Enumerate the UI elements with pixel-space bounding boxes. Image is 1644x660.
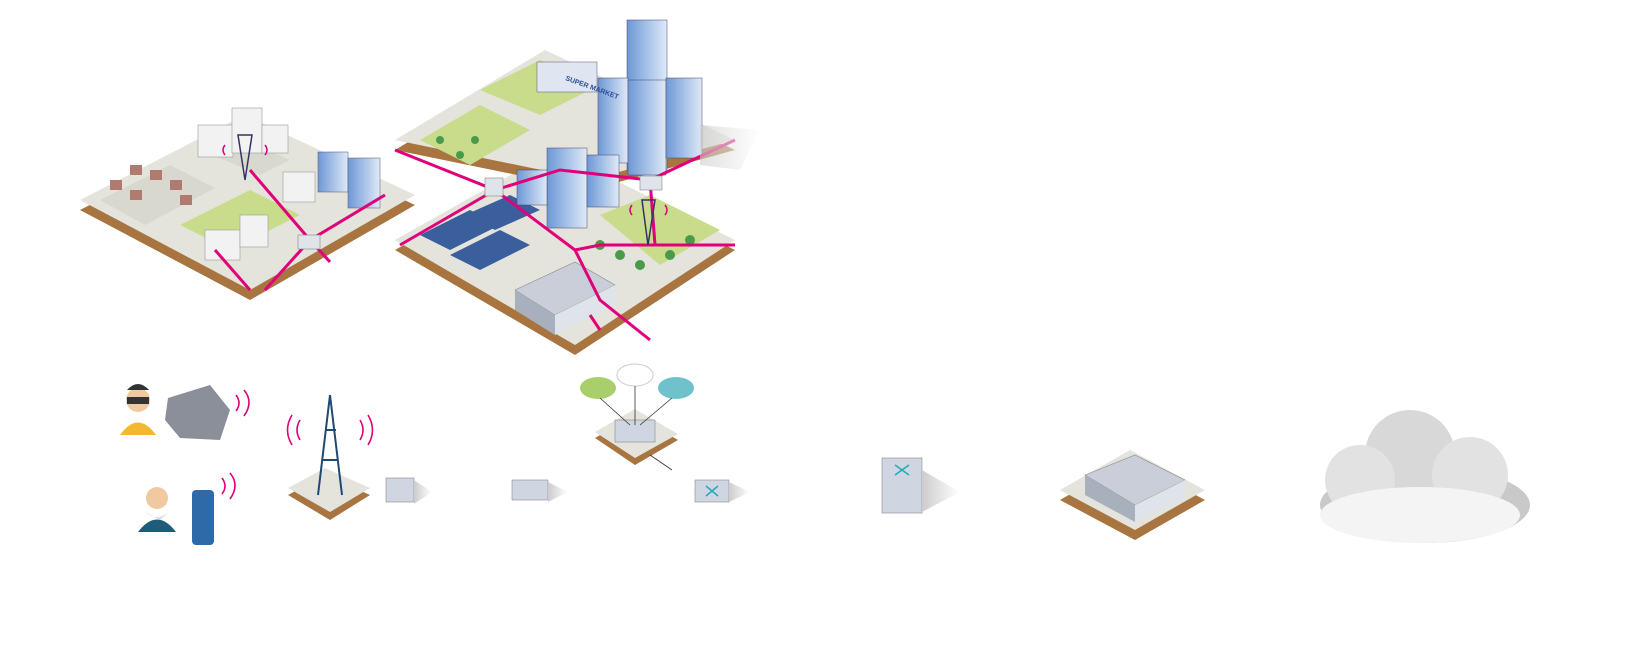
vr-user (120, 384, 156, 435)
cloud-icon (658, 377, 694, 399)
smartphone-icon (192, 472, 236, 545)
network-switch-icon (639, 175, 663, 191)
skyscrapers (516, 19, 703, 229)
access-switch-icon (511, 479, 568, 502)
data-center-tile (1060, 450, 1205, 540)
edge-device-icon (385, 477, 432, 504)
cloud-icon (1320, 410, 1530, 543)
cloud-icon (580, 377, 616, 399)
vr-headset-icon (165, 385, 250, 440)
core-router-icon (881, 457, 960, 514)
network-switch-icon (484, 177, 504, 197)
cell-tower-icon (222, 134, 268, 181)
router-icon (694, 479, 750, 503)
residential-district-tile (80, 107, 415, 300)
urban-district-tile: SUPER MARKET (394, 19, 760, 355)
edge-cloud-node (580, 363, 694, 471)
cell-tower-tile (286, 394, 374, 520)
network-switch-icon (297, 234, 321, 250)
cell-tower-icon (629, 199, 668, 246)
elderly-user (138, 487, 176, 532)
cloud-icon (616, 363, 654, 387)
